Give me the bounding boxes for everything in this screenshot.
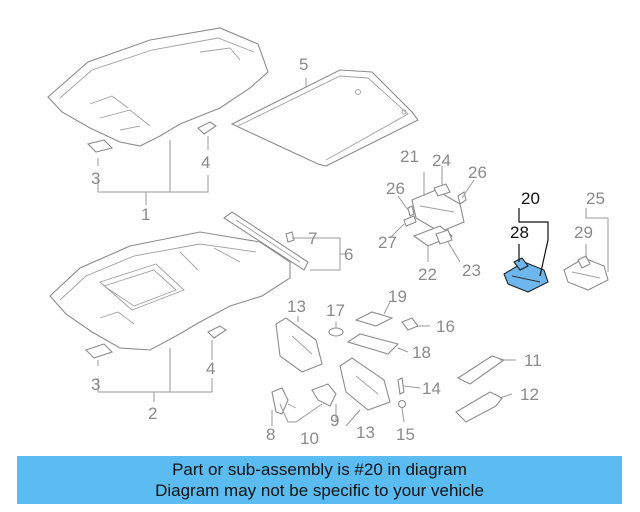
callout-12: 12 [520,385,539,404]
callout-7: 7 [308,229,317,248]
callout-17: 17 [326,301,345,320]
part-16 [401,317,419,331]
part-6-strip [223,211,309,271]
callout-24: 24 [432,151,451,170]
roof-panel-5 [230,69,419,167]
callout-26-right: 26 [468,163,487,182]
callout-1: 1 [141,205,150,224]
part-4-upper [197,121,217,135]
leader-lines [97,78,609,427]
mirror-18 [346,333,400,355]
callout-20: 20 [521,189,540,208]
part-3-upper [86,139,114,153]
callout-13-upper: 13 [287,297,306,316]
sun-visor-13-lower [339,357,391,411]
callout-10: 10 [300,429,319,448]
grab-handle-9 [311,383,337,407]
callout-4-lower: 4 [206,359,215,378]
part-26-left [407,205,415,217]
callout-5: 5 [299,55,308,74]
part-19 [354,311,394,327]
part-3-lower [84,343,114,359]
info-banner: Part or sub-assembly is #20 in diagram D… [17,456,622,504]
callout-26-left: 26 [386,179,405,198]
callout-4-upper: 4 [201,153,210,172]
part-15 [397,399,407,409]
callout-3-upper: 3 [91,169,100,188]
part-14 [397,377,405,395]
bulb-29 [577,255,591,269]
callout-16: 16 [436,317,455,336]
callout-2: 2 [148,404,157,423]
banner-line-2: Diagram may not be specific to your vehi… [155,481,484,500]
callout-8: 8 [266,425,275,444]
grab-handle-8 [271,387,289,415]
part-23 [435,229,453,245]
callout-13-lower: 13 [356,423,375,442]
callout-14: 14 [422,379,441,398]
part-27 [403,215,417,227]
part-4-lower [207,325,227,339]
callout-11: 11 [524,351,542,370]
headliner-2 [49,231,291,351]
callout-9: 9 [330,411,339,430]
part-12 [455,391,503,423]
callout-15: 15 [396,425,415,444]
sun-visor-13-upper [275,317,323,373]
callout-19: 19 [388,287,407,306]
callout-28: 28 [510,223,529,242]
lamp-assembly-20 [503,261,549,293]
parts-diagram: 3 4 1 5 3 4 2 7 6 13 17 19 16 18 14 13 1… [47,27,609,448]
part-7-clip [285,231,295,243]
callout-25: 25 [586,189,605,208]
callout-6: 6 [344,245,353,264]
headliner-1 [47,27,269,147]
part-22 [412,225,454,247]
callout-22: 22 [418,265,437,284]
callout-27: 27 [378,233,397,252]
callout-18: 18 [412,343,431,362]
callout-23: 23 [462,261,481,280]
part-11 [456,355,506,385]
callout-3-lower: 3 [91,375,100,394]
part-17 [328,327,344,337]
callout-21: 21 [400,147,419,166]
banner-line-1: Part or sub-assembly is #20 in diagram [172,460,467,479]
callout-29: 29 [574,223,593,242]
